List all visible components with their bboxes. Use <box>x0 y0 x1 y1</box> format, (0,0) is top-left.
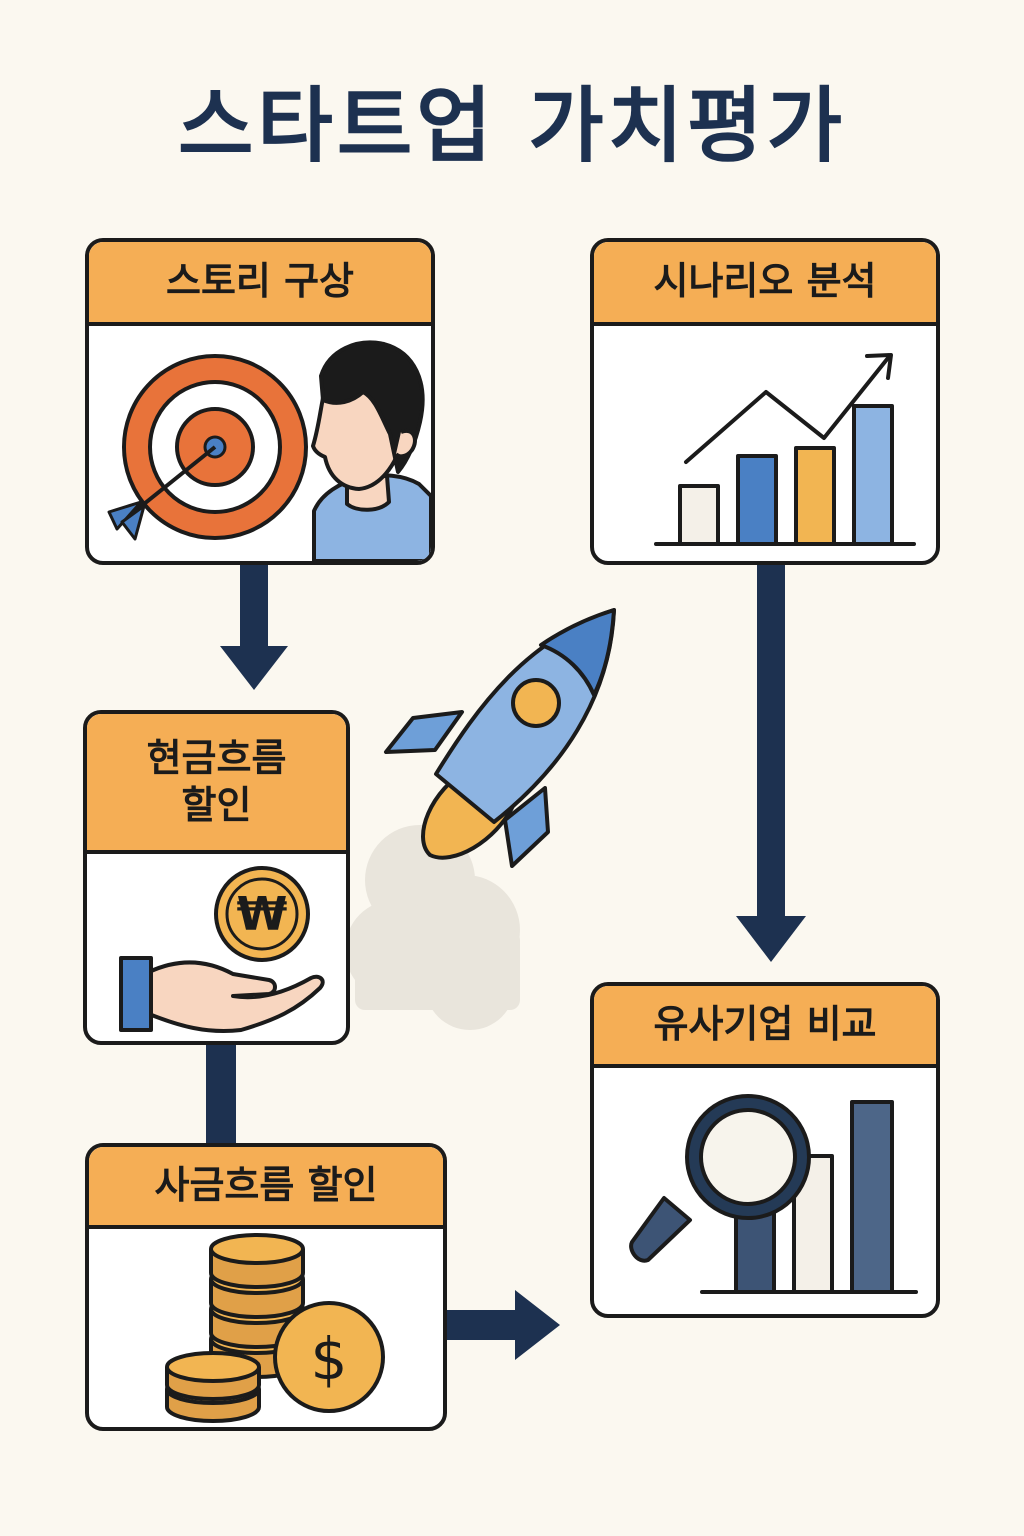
target-icon <box>107 354 308 541</box>
won-symbol: ₩ <box>237 887 288 941</box>
dollar-coin-icon: $ <box>273 1301 385 1413</box>
card-comparable-label: 유사기업 비교 <box>653 1002 877 1047</box>
coin-stack-icon <box>165 1233 305 1423</box>
card-dcf-label-line2: 할인 <box>181 783 252 827</box>
card-comparable: 유사기업 비교 <box>590 982 940 1318</box>
magnifier-icon <box>629 1094 811 1263</box>
card-comparable-header: 유사기업 비교 <box>594 986 936 1068</box>
page-title: 스타트업 가치평가 <box>177 79 847 174</box>
chart-bar-4 <box>852 404 894 546</box>
arrow-fcfe-to-comparable <box>447 1310 519 1340</box>
card-dcf: 현금흐름 할인 ₩ <box>83 710 350 1045</box>
card-scenario-body <box>594 326 936 561</box>
trend-line <box>684 356 890 464</box>
connector-dcf-to-fcfe <box>206 1045 236 1145</box>
trend-arrow-head <box>865 353 893 380</box>
arrow-story-to-dcf <box>240 565 268 650</box>
card-dcf-body: ₩ <box>87 854 346 1041</box>
card-fcfe-label: 사금흐름 할인 <box>154 1163 378 1208</box>
card-fcfe-body: $ <box>89 1229 443 1427</box>
card-story-label: 스토리 구상 <box>165 259 355 304</box>
chart-bar-2 <box>736 454 778 546</box>
card-scenario: 시나리오 분석 <box>590 238 940 565</box>
card-story-body <box>89 326 431 561</box>
person-icon <box>311 340 431 561</box>
arrow-scenario-to-comparable <box>757 565 785 920</box>
card-dcf-header: 현금흐름 할인 <box>87 714 346 854</box>
growth-chart-icon <box>654 353 916 546</box>
card-fcfe: 사금흐름 할인 $ <box>85 1143 447 1431</box>
hand-icon <box>119 956 325 1034</box>
chart-bar-3 <box>794 446 836 546</box>
card-scenario-label: 시나리오 분석 <box>653 259 877 304</box>
card-scenario-header: 시나리오 분석 <box>594 242 936 326</box>
chart-bar-1 <box>678 484 720 546</box>
card-comparable-body <box>594 1068 936 1314</box>
card-dcf-label-line1: 현금흐름 <box>146 735 287 780</box>
cloud-shape <box>345 825 520 1030</box>
dollar-symbol: $ <box>311 1325 348 1393</box>
compare-bar-3 <box>850 1100 894 1294</box>
card-fcfe-header: 사금흐름 할인 <box>89 1147 443 1229</box>
card-story: 스토리 구상 <box>85 238 435 565</box>
card-story-header: 스토리 구상 <box>89 242 431 326</box>
won-coin-icon: ₩ <box>214 866 310 962</box>
